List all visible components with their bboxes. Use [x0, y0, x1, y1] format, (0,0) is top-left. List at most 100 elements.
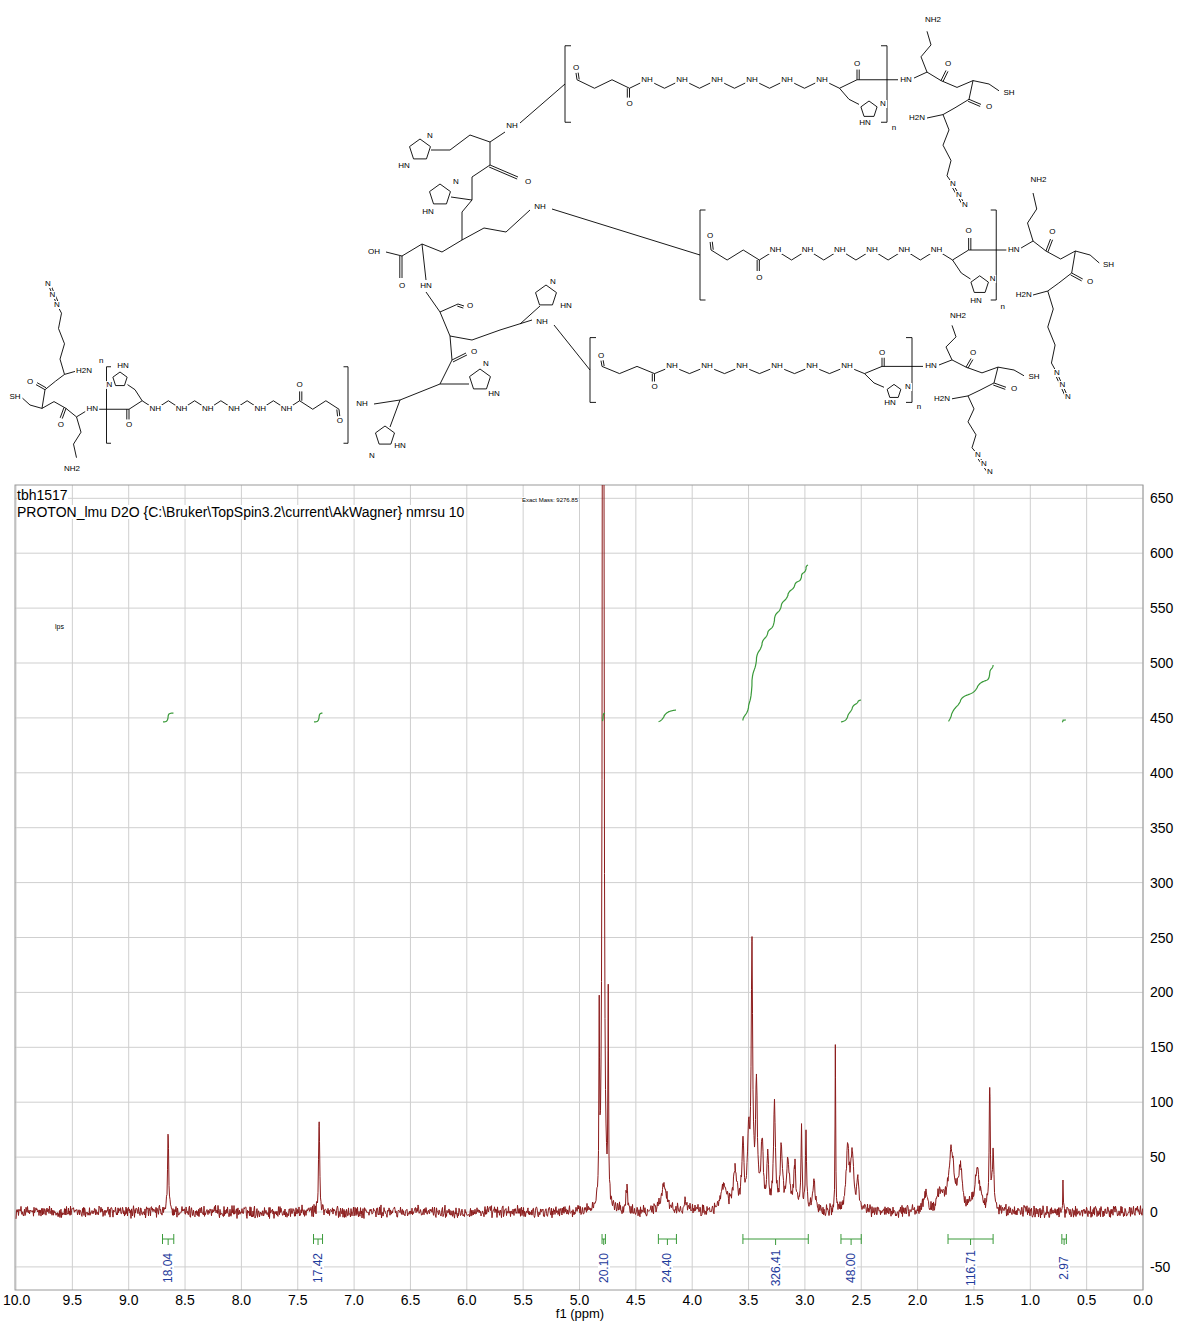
atom-label: NH [815, 76, 829, 84]
atom-label: N [1053, 369, 1061, 377]
atom-label: O [26, 378, 34, 386]
grid-line [748, 485, 749, 1290]
grid-line [917, 485, 918, 1290]
grid-line [692, 485, 693, 1290]
grid-line [15, 717, 1143, 718]
grid-line [861, 485, 862, 1290]
atom-label: NH [675, 76, 689, 84]
y-axis-tick: 400 [1150, 766, 1173, 780]
bond [410, 139, 431, 159]
repeat-subscript: n [98, 357, 104, 365]
bond [301, 391, 302, 400]
atom-label: NH [533, 203, 547, 211]
atom-label: N [1059, 381, 1067, 389]
bond [590, 338, 596, 403]
integral-value: 48.00 [845, 1253, 857, 1283]
bond [927, 72, 941, 81]
bond [552, 209, 700, 255]
y-axis-tick: 450 [1150, 711, 1173, 725]
spectrum-trace [16, 485, 1143, 1219]
integral-value: 17.42 [312, 1253, 324, 1283]
repeat-subscript: n [999, 303, 1005, 311]
atom-label: HN [924, 362, 938, 370]
atom-label: O [755, 274, 763, 282]
bond [344, 367, 349, 444]
bond [45, 374, 65, 389]
bond [59, 313, 65, 374]
bond [927, 115, 943, 118]
bond [431, 135, 490, 150]
bond [943, 115, 951, 176]
bond [462, 210, 530, 240]
grid-line [15, 1157, 1143, 1158]
bond [489, 167, 517, 179]
y-axis-tick: 650 [1150, 491, 1173, 505]
atom-label: SH [1102, 261, 1115, 269]
atom-label: O [965, 227, 973, 235]
bond [881, 46, 887, 123]
atom-label: O [125, 421, 133, 429]
x-axis-tick: 8.5 [175, 1293, 194, 1307]
grid-line [354, 485, 355, 1290]
bond [451, 197, 472, 200]
grid-line [16, 485, 17, 1290]
integral-bracket [163, 1234, 174, 1245]
atom-label: H2N [1015, 291, 1033, 299]
atom-label: N [426, 132, 434, 140]
grid-line [15, 663, 1143, 664]
bond [952, 396, 968, 399]
atom-label: SH [1027, 373, 1040, 381]
bond [42, 390, 45, 409]
x-axis-tick: 1.0 [1021, 1293, 1040, 1307]
atom-label: NH [833, 246, 847, 254]
bond [1048, 291, 1055, 363]
bond [386, 240, 462, 256]
bond [884, 358, 885, 367]
atom-label: O [625, 100, 633, 108]
atom-label: O [985, 103, 993, 111]
atom-label: N [949, 180, 957, 188]
y-axis-tick: 600 [1150, 546, 1173, 560]
bond [374, 360, 452, 404]
x-axis-tick: 2.0 [908, 1293, 927, 1307]
bond [129, 409, 130, 419]
integral-curve [659, 710, 677, 722]
bond [998, 367, 1024, 376]
grid-line [15, 1102, 1143, 1103]
bond [840, 88, 860, 104]
bond [921, 31, 931, 72]
bond [865, 374, 885, 388]
bond [1021, 241, 1033, 248]
atom-label: N [368, 452, 376, 460]
bond [757, 260, 758, 271]
grid-line [15, 827, 1143, 828]
atom-label: O [524, 178, 532, 186]
atom-label: N [44, 280, 52, 288]
atom-label: NH [865, 246, 879, 254]
atom-label: N [955, 191, 963, 199]
x-axis-tick: 3.5 [739, 1293, 758, 1307]
atom-label: HN [883, 399, 897, 407]
atom-label: O [572, 64, 580, 72]
x-axis-tick: 2.5 [852, 1293, 871, 1307]
bond [968, 360, 973, 369]
bond [712, 242, 714, 250]
acquisition-info: PROTON_lmu D2O {C:\Bruker\TopSpin3.2\cur… [17, 505, 464, 519]
atom-label: N [974, 451, 982, 459]
atom-label: O [466, 302, 474, 310]
atom-label: O [336, 417, 344, 425]
bond [576, 73, 577, 80]
atom-label: O [57, 421, 65, 429]
grid-line [297, 485, 298, 1290]
x-axis-tick: 6.5 [401, 1293, 420, 1307]
atom-label: HN [1007, 246, 1021, 254]
annotation: Exact Mass: 9276.85 [522, 497, 578, 503]
bond [536, 285, 557, 305]
integral-curve [603, 713, 606, 721]
atom-label: HN [393, 442, 407, 450]
bond [299, 391, 300, 400]
bond [1048, 240, 1053, 252]
grid-line [410, 485, 411, 1290]
integral-curve [314, 713, 323, 722]
grid-line [15, 553, 1143, 554]
